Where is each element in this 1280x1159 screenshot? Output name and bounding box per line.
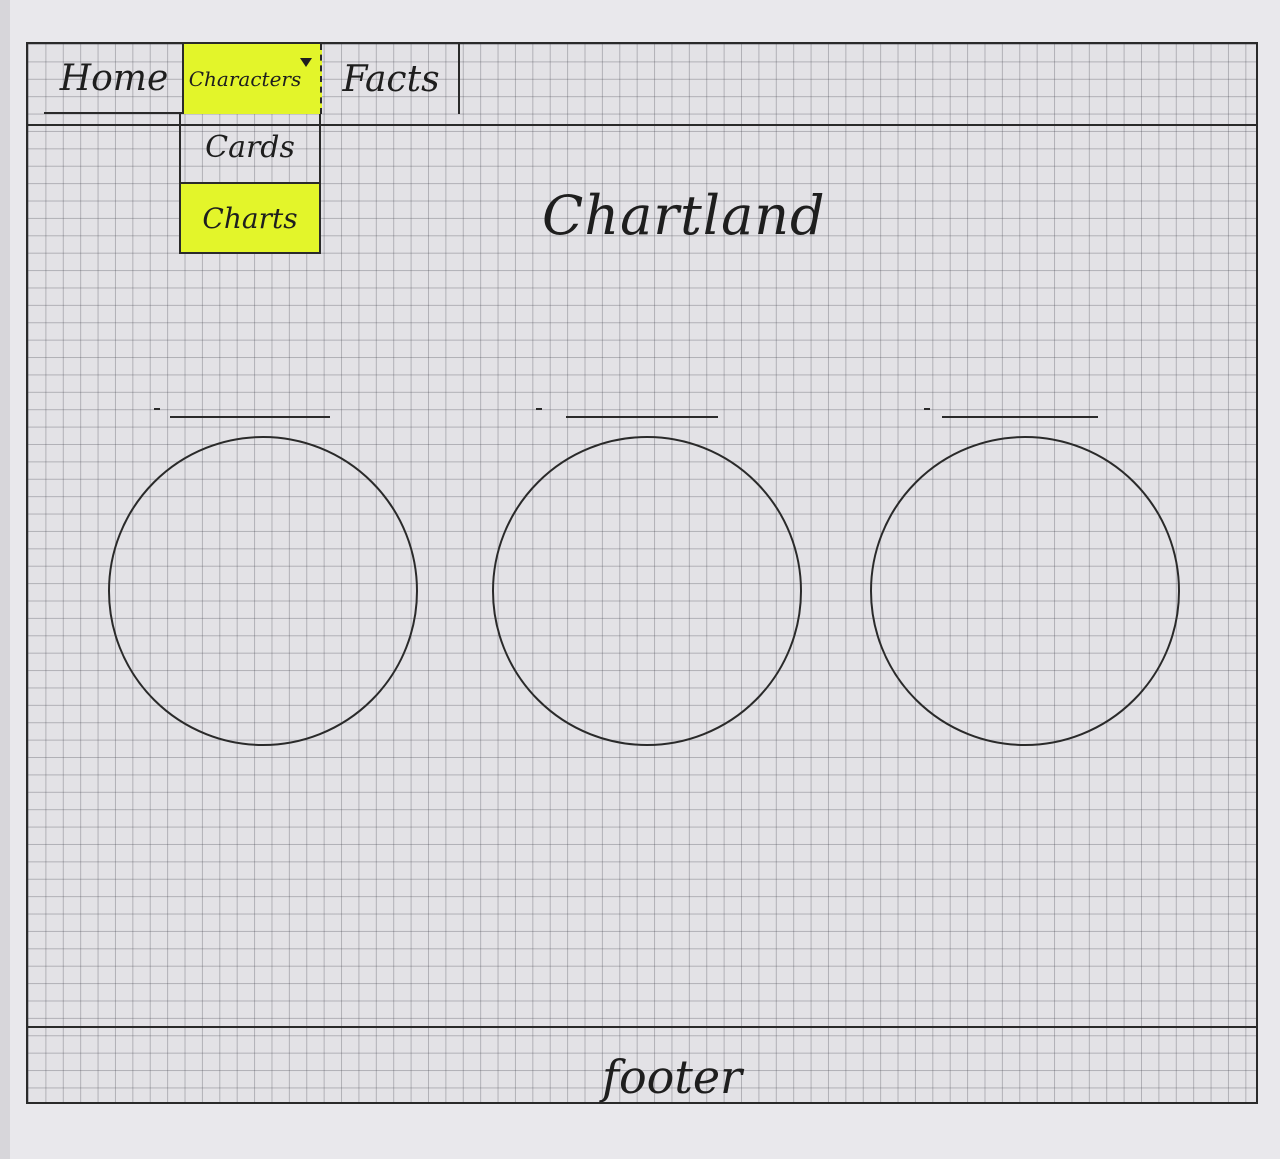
nav-facts-label: Facts bbox=[342, 58, 440, 100]
footer-label: footer bbox=[601, 1050, 743, 1104]
characters-dropdown-menu: Cards Charts bbox=[179, 114, 321, 254]
dropdown-item-cards[interactable]: Cards bbox=[181, 114, 319, 180]
chart-title-dash bbox=[924, 408, 930, 410]
dropdown-item-cards-label: Cards bbox=[205, 129, 295, 165]
chart-card-2 bbox=[492, 408, 812, 756]
page-footer: footer bbox=[28, 1026, 1256, 1104]
chart-card-1 bbox=[108, 408, 428, 756]
chart-title-dash bbox=[154, 408, 160, 410]
nav-home-label: Home bbox=[59, 57, 169, 99]
chart-title-dash bbox=[536, 408, 542, 410]
chart-title-placeholder bbox=[566, 416, 718, 418]
chart-card-3 bbox=[870, 408, 1190, 756]
page-title: Chartland bbox=[542, 184, 826, 247]
chart-title-placeholder bbox=[942, 416, 1098, 418]
pie-chart-placeholder-icon bbox=[870, 436, 1180, 746]
caret-down-icon bbox=[300, 58, 312, 67]
chart-title-placeholder bbox=[170, 416, 330, 418]
top-navigation-bar: Home Characters Facts bbox=[28, 44, 1256, 126]
dropdown-item-charts-label: Charts bbox=[202, 201, 298, 235]
paper-edge bbox=[0, 0, 10, 1159]
nav-facts[interactable]: Facts bbox=[324, 44, 460, 114]
wireframe-sheet: Home Characters Facts Cards Charts Chart… bbox=[26, 42, 1258, 1104]
nav-home[interactable]: Home bbox=[44, 44, 184, 114]
nav-characters-dropdown[interactable]: Characters bbox=[182, 44, 322, 114]
pie-chart-placeholder-icon bbox=[492, 436, 802, 746]
dropdown-item-charts[interactable]: Charts bbox=[181, 182, 319, 252]
pie-chart-placeholder-icon bbox=[108, 436, 418, 746]
nav-characters-label: Characters bbox=[188, 67, 302, 91]
